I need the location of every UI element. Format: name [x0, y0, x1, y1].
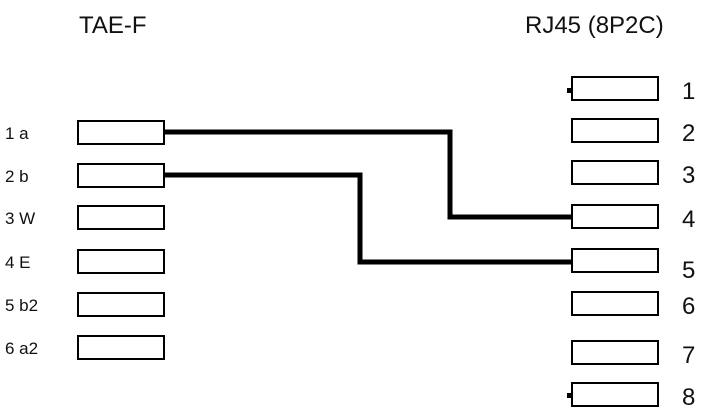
rj45-pin-label-3: 3	[682, 162, 695, 189]
rj45-pin-box-4	[571, 204, 659, 229]
rj45-pin-label-4: 4	[682, 206, 695, 233]
rj45-pin-box-5	[571, 248, 659, 273]
rj45-pin-1-tick	[567, 88, 571, 93]
rj45-pin-box-6	[571, 291, 659, 316]
tae-pin-box-6	[77, 335, 165, 360]
tae-pin-box-2	[77, 163, 165, 188]
rj45-pin-box-7	[571, 340, 659, 365]
rj45-pin-label-6: 6	[682, 293, 695, 320]
wire-2b-to-5	[164, 172, 572, 265]
rj45-pin-label-1: 1	[682, 78, 695, 105]
wire-2b-thin-segment	[164, 173, 362, 262]
tae-pin-box-3	[77, 205, 165, 230]
rj45-pin-8-tick	[567, 393, 571, 398]
rj45-pin-box-2	[571, 118, 659, 143]
rj45-pin-label-8: 8	[682, 384, 695, 411]
rj45-pin-label-2: 2	[682, 120, 695, 147]
tae-pin-box-5	[77, 292, 165, 317]
wire-1a-to-4	[164, 129, 572, 220]
rj45-pin-box-8	[571, 382, 659, 407]
rj45-pin-box-3	[571, 160, 659, 185]
tae-pin-box-4	[77, 249, 165, 274]
rj45-pin-box-1	[571, 76, 659, 101]
tae-pin-label-1: 1 a	[5, 124, 29, 143]
tae-pin-label-5: 5 b2	[5, 296, 38, 315]
tae-pin-label-6: 6 a2	[5, 339, 38, 358]
tae-pin-box-1	[77, 120, 165, 145]
tae-pin-label-3: 3 W	[5, 209, 35, 228]
tae-pin-label-2: 2 b	[5, 167, 29, 186]
rj45-pin-label-5: 5	[682, 257, 695, 284]
tae-pin-label-4: 4 E	[5, 253, 31, 272]
rj45-title: RJ45 (8P2C)	[525, 12, 664, 39]
tae-title: TAE-F	[79, 12, 147, 39]
rj45-pin-label-7: 7	[682, 342, 695, 369]
